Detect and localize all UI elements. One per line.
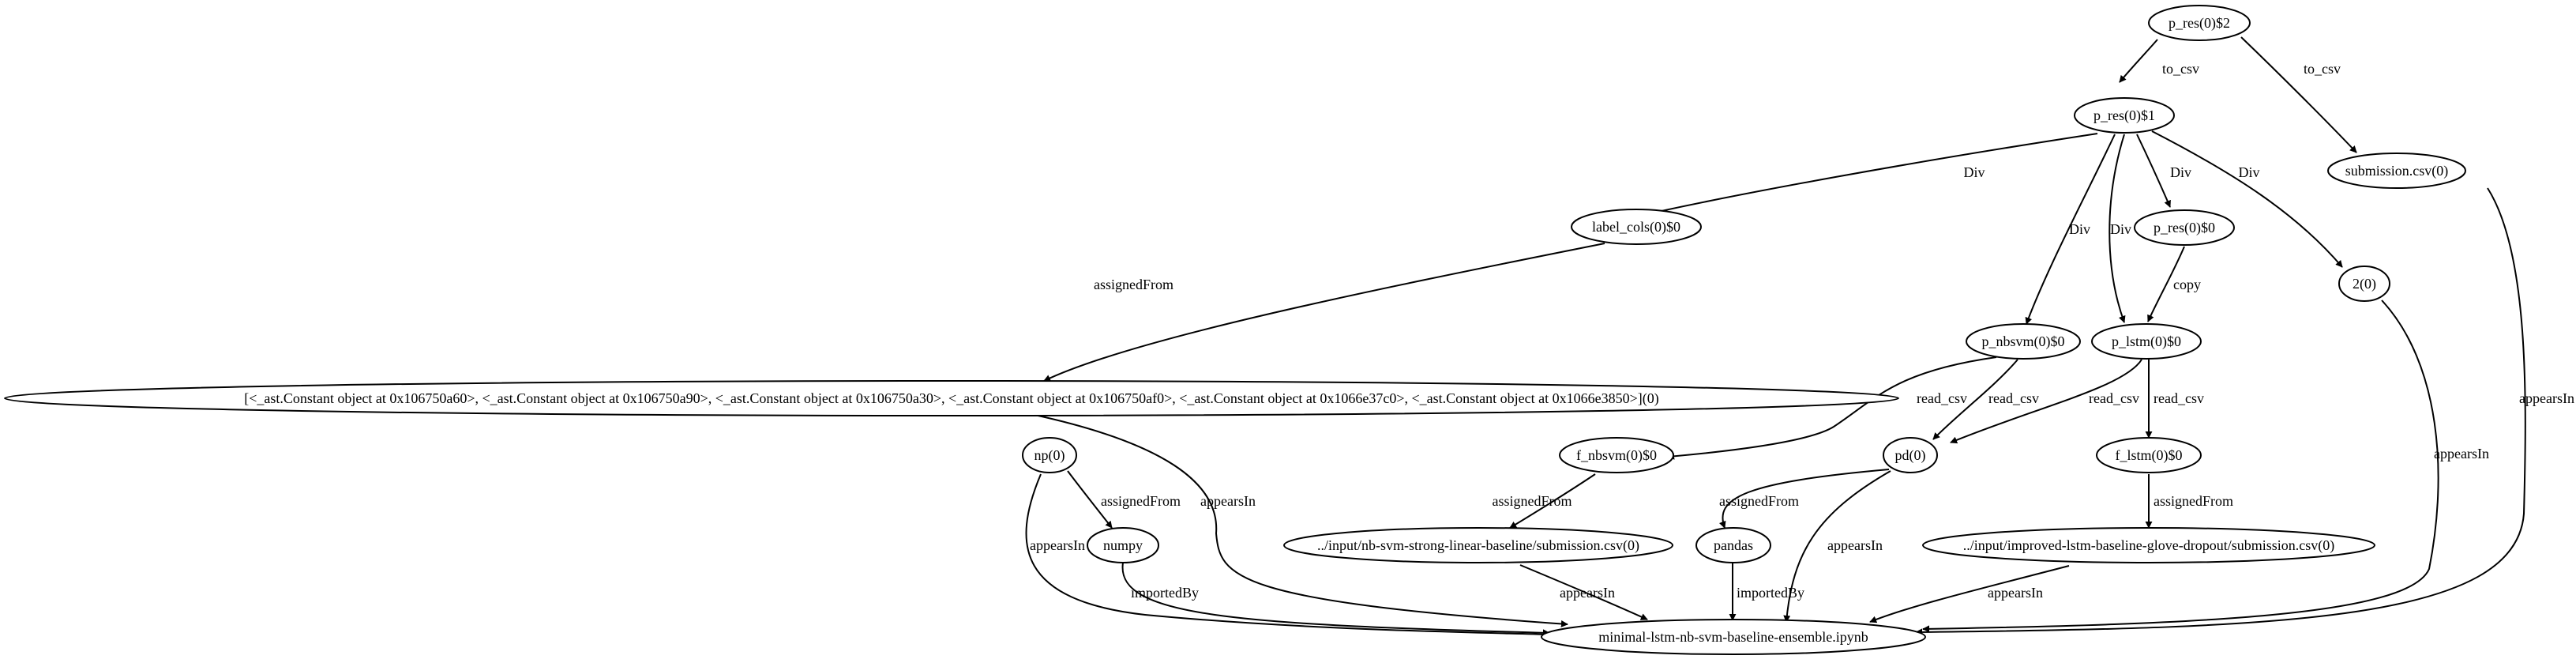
edge-p-res0-to-p-lstm: copy <box>2147 246 2201 322</box>
node-label: p_lstm(0)$0 <box>2112 333 2181 350</box>
edge-p-lstm-to-pd: read_csv <box>1950 359 2142 444</box>
node-label: minimal-lstm-nb-svm-baseline-ensemble.ip… <box>1598 629 1868 645</box>
node-label-cols[interactable]: label_cols(0)$0 <box>1571 209 1702 245</box>
node-label: ../input/improved-lstm-baseline-glove-dr… <box>1963 537 2334 554</box>
node-lstm-csv[interactable]: ../input/improved-lstm-baseline-glove-dr… <box>1922 527 2375 563</box>
node-label: np(0) <box>1035 447 1065 464</box>
edge-p-res1-to-p-nbsvm: Div <box>2025 134 2116 325</box>
nodes: p_res(0)$2 p_res(0)$1 submission.csv(0) … <box>4 5 2466 655</box>
edge-np-to-numpy: assignedFrom <box>1067 470 1181 529</box>
node-numpy[interactable]: numpy <box>1087 527 1159 563</box>
edge-label: Div <box>2239 164 2260 180</box>
edge-label: importedBy <box>1737 585 1804 601</box>
edge-p-res1-to-two: Div <box>2151 130 2343 268</box>
edge-label: assignedFrom <box>1493 493 1572 509</box>
node-label: pandas <box>1714 537 1753 553</box>
edge-lstm-csv-to-notebook: appearsIn <box>1869 565 2070 623</box>
node-label: f_lstm(0)$0 <box>2116 447 2183 464</box>
edges: to_csv to_csv Div Div Div Div Div <box>1025 36 2574 639</box>
edge-label: assignedFrom <box>2154 493 2233 509</box>
edge-label: appearsIn <box>2434 446 2489 461</box>
edge-label: appearsIn <box>1560 585 1615 601</box>
node-two[interactable]: 2(0) <box>2338 266 2390 302</box>
edge-label: assignedFrom <box>1719 493 1799 509</box>
node-notebook[interactable]: minimal-lstm-nb-svm-baseline-ensemble.ip… <box>1541 619 1926 655</box>
node-label: pd(0) <box>1895 447 1926 464</box>
edge-p-res2-to-submission: to_csv <box>2240 36 2357 153</box>
edge-pd-to-notebook: appearsIn <box>1783 470 1891 623</box>
edge-label: appearsIn <box>1827 537 1883 553</box>
node-nbsvm-csv[interactable]: ../input/nb-svm-strong-linear-baseline/s… <box>1283 527 1673 563</box>
node-label: ../input/nb-svm-strong-linear-baseline/s… <box>1317 537 1639 554</box>
node-np[interactable]: np(0) <box>1022 437 1077 473</box>
node-label: p_res(0)$1 <box>2093 107 2155 124</box>
edge-np-to-notebook: appearsIn <box>1025 473 1550 639</box>
edge-label: Div <box>2069 221 2090 237</box>
edge-label: to_csv <box>2162 61 2199 77</box>
node-f-nbsvm[interactable]: f_nbsvm(0)$0 <box>1559 437 1674 473</box>
node-p-res2[interactable]: p_res(0)$2 <box>2148 5 2251 41</box>
edge-label: appearsIn <box>1030 537 1085 553</box>
edge-p-res1-to-p-res0: Div <box>2136 134 2191 208</box>
edge-submission-to-notebook: appearsIn <box>1915 187 2574 636</box>
node-f-lstm[interactable]: f_lstm(0)$0 <box>2096 437 2202 473</box>
edge-label: appearsIn <box>1200 493 1256 509</box>
edge-two-to-notebook: appearsIn <box>1922 299 2489 633</box>
node-label: numpy <box>1103 537 1143 553</box>
node-label: p_nbsvm(0)$0 <box>1982 333 2065 350</box>
edge-label: appearsIn <box>2519 390 2574 406</box>
edge-label: Div <box>2110 221 2131 237</box>
node-p-res0[interactable]: p_res(0)$0 <box>2134 209 2235 246</box>
node-pd[interactable]: pd(0) <box>1883 437 1938 473</box>
edge-p-lstm-to-f-lstm: read_csv <box>2145 360 2204 439</box>
node-label: 2(0) <box>2353 276 2376 292</box>
edge-label: read_csv <box>1988 390 2039 406</box>
edge-label: assignedFrom <box>1101 493 1181 509</box>
node-p-res1[interactable]: p_res(0)$1 <box>2074 97 2175 134</box>
edge-pd-to-pandas: assignedFrom <box>1718 469 1890 529</box>
node-label: submission.csv(0) <box>2345 163 2449 179</box>
edge-p-res2-to-p-res1: to_csv <box>2119 39 2199 83</box>
edge-constants-to-notebook: appearsIn <box>1034 414 1568 627</box>
edge-label: importedBy <box>1131 585 1199 601</box>
edge-label: read_csv <box>1917 390 1967 406</box>
node-label: p_res(0)$0 <box>2154 220 2215 236</box>
node-pandas[interactable]: pandas <box>1695 527 1771 563</box>
edge-nbsvm-csv-to-notebook: appearsIn <box>1519 564 1648 620</box>
edge-label: read_csv <box>2154 390 2204 406</box>
node-label: label_cols(0)$0 <box>1592 219 1680 235</box>
edge-label: read_csv <box>2089 390 2139 406</box>
edge-p-nbsvm-to-f-nbsvm: read_csv <box>1667 356 1997 460</box>
edge-label: to_csv <box>2304 61 2341 77</box>
edge-f-nbsvm-to-nbsvm-csv: assignedFrom <box>1493 473 1596 529</box>
edge-p-res1-to-label-cols: Div <box>1635 133 2098 219</box>
edge-pandas-to-notebook: importedBy <box>1729 563 1804 621</box>
node-label: p_res(0)$2 <box>2169 15 2230 32</box>
edge-label: Div <box>1964 164 1985 180</box>
edge-label: Div <box>2170 164 2191 180</box>
node-p-lstm[interactable]: p_lstm(0)$0 <box>2091 323 2202 360</box>
node-label: f_nbsvm(0)$0 <box>1576 447 1657 464</box>
edge-label-cols-to-constants: assignedFrom <box>1043 243 1605 382</box>
edge-label: copy <box>2173 277 2201 292</box>
node-submission[interactable]: submission.csv(0) <box>2327 153 2466 189</box>
node-constants[interactable]: [<_ast.Constant object at 0x106750a60>, … <box>4 380 1899 416</box>
edge-p-res1-to-p-lstm: Div <box>2108 134 2131 323</box>
edge-f-lstm-to-lstm-csv: assignedFrom <box>2145 474 2233 529</box>
edge-label: appearsIn <box>1988 585 2043 601</box>
node-p-nbsvm[interactable]: p_nbsvm(0)$0 <box>1966 323 2081 360</box>
edge-numpy-to-notebook: importedBy <box>1121 562 1550 637</box>
edge-label: assignedFrom <box>1094 277 1173 292</box>
edge-p-nbsvm-to-pd: read_csv <box>1932 359 2039 440</box>
node-label: [<_ast.Constant object at 0x106750a60>, … <box>244 390 1659 407</box>
